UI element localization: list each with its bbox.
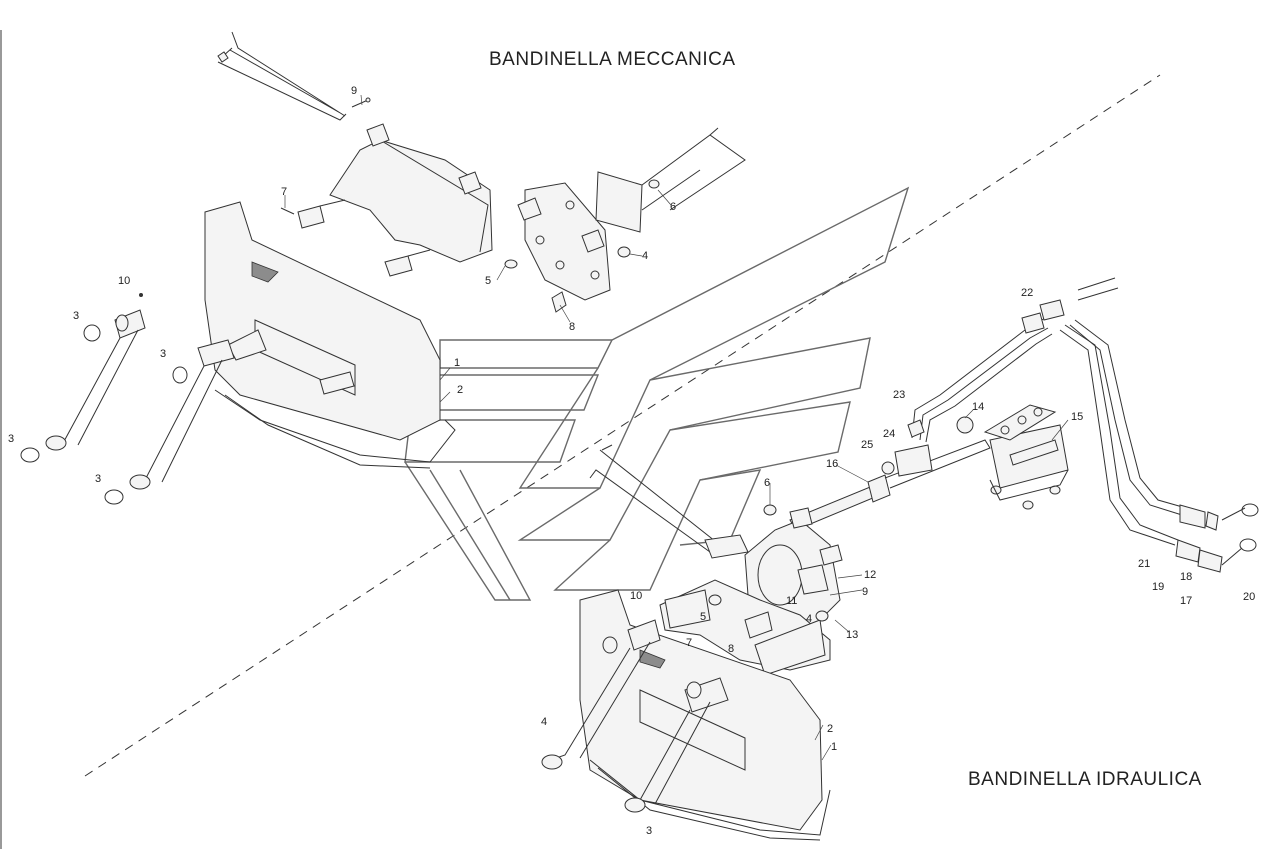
title-mechanical-flap: BANDINELLA MECCANICA <box>489 49 736 70</box>
callout-18: 18 <box>1180 571 1192 583</box>
callout-6: 6 <box>764 477 770 489</box>
title-hydraulic-flap: BANDINELLA IDRAULICA <box>968 769 1202 790</box>
callout-6: 6 <box>670 201 676 213</box>
assembly-axis-line <box>84 74 1161 777</box>
mechanical-link-arms <box>20 293 235 505</box>
callout-5: 5 <box>700 611 706 623</box>
callout-21: 21 <box>1138 558 1150 570</box>
callout-14: 14 <box>972 401 984 413</box>
callout-2: 2 <box>827 723 833 735</box>
callouts-hydraulic: 1 2 3 4 4 5 6 7 8 9 10 11 12 13 14 15 16… <box>541 287 1255 837</box>
callout-3: 3 <box>8 433 14 445</box>
callout-25: 25 <box>861 439 873 451</box>
callout-17: 17 <box>1180 595 1192 607</box>
callout-7: 7 <box>686 637 692 649</box>
callouts-mechanical: 1 2 3 3 3 3 4 5 6 7 8 9 10 <box>8 85 676 485</box>
callout-10: 10 <box>118 275 130 287</box>
callout-10: 10 <box>630 590 642 602</box>
callout-16: 16 <box>826 458 838 470</box>
callout-4: 4 <box>806 613 812 625</box>
callout-5: 5 <box>485 275 491 287</box>
callout-1: 1 <box>454 357 460 369</box>
mechanical-flap-assembly <box>20 31 746 505</box>
callout-3: 3 <box>160 348 166 360</box>
hydraulic-components <box>881 277 1259 573</box>
callout-8: 8 <box>728 643 734 655</box>
callout-13: 13 <box>846 629 858 641</box>
callout-19: 19 <box>1152 581 1164 593</box>
callout-3: 3 <box>95 473 101 485</box>
callout-8: 8 <box>569 321 575 333</box>
callout-4: 4 <box>541 716 547 728</box>
callout-7: 7 <box>281 186 287 198</box>
callout-20: 20 <box>1243 591 1255 603</box>
leader-lines <box>284 94 1069 761</box>
callout-1: 1 <box>831 741 837 753</box>
callout-3: 3 <box>73 310 79 322</box>
callout-2: 2 <box>457 384 463 396</box>
callout-23: 23 <box>893 389 905 401</box>
callout-3: 3 <box>646 825 652 837</box>
callout-4: 4 <box>642 250 648 262</box>
hydraulic-flap-assembly <box>541 439 991 841</box>
callout-24: 24 <box>883 428 895 440</box>
callout-11: 11 <box>786 595 797 607</box>
callout-9: 9 <box>862 586 868 598</box>
callout-22: 22 <box>1021 287 1033 299</box>
hydraulic-link-arms <box>541 619 729 813</box>
callout-12: 12 <box>864 569 876 581</box>
callout-9: 9 <box>351 85 357 97</box>
callout-15: 15 <box>1071 411 1083 423</box>
watermark-logo <box>404 186 910 601</box>
